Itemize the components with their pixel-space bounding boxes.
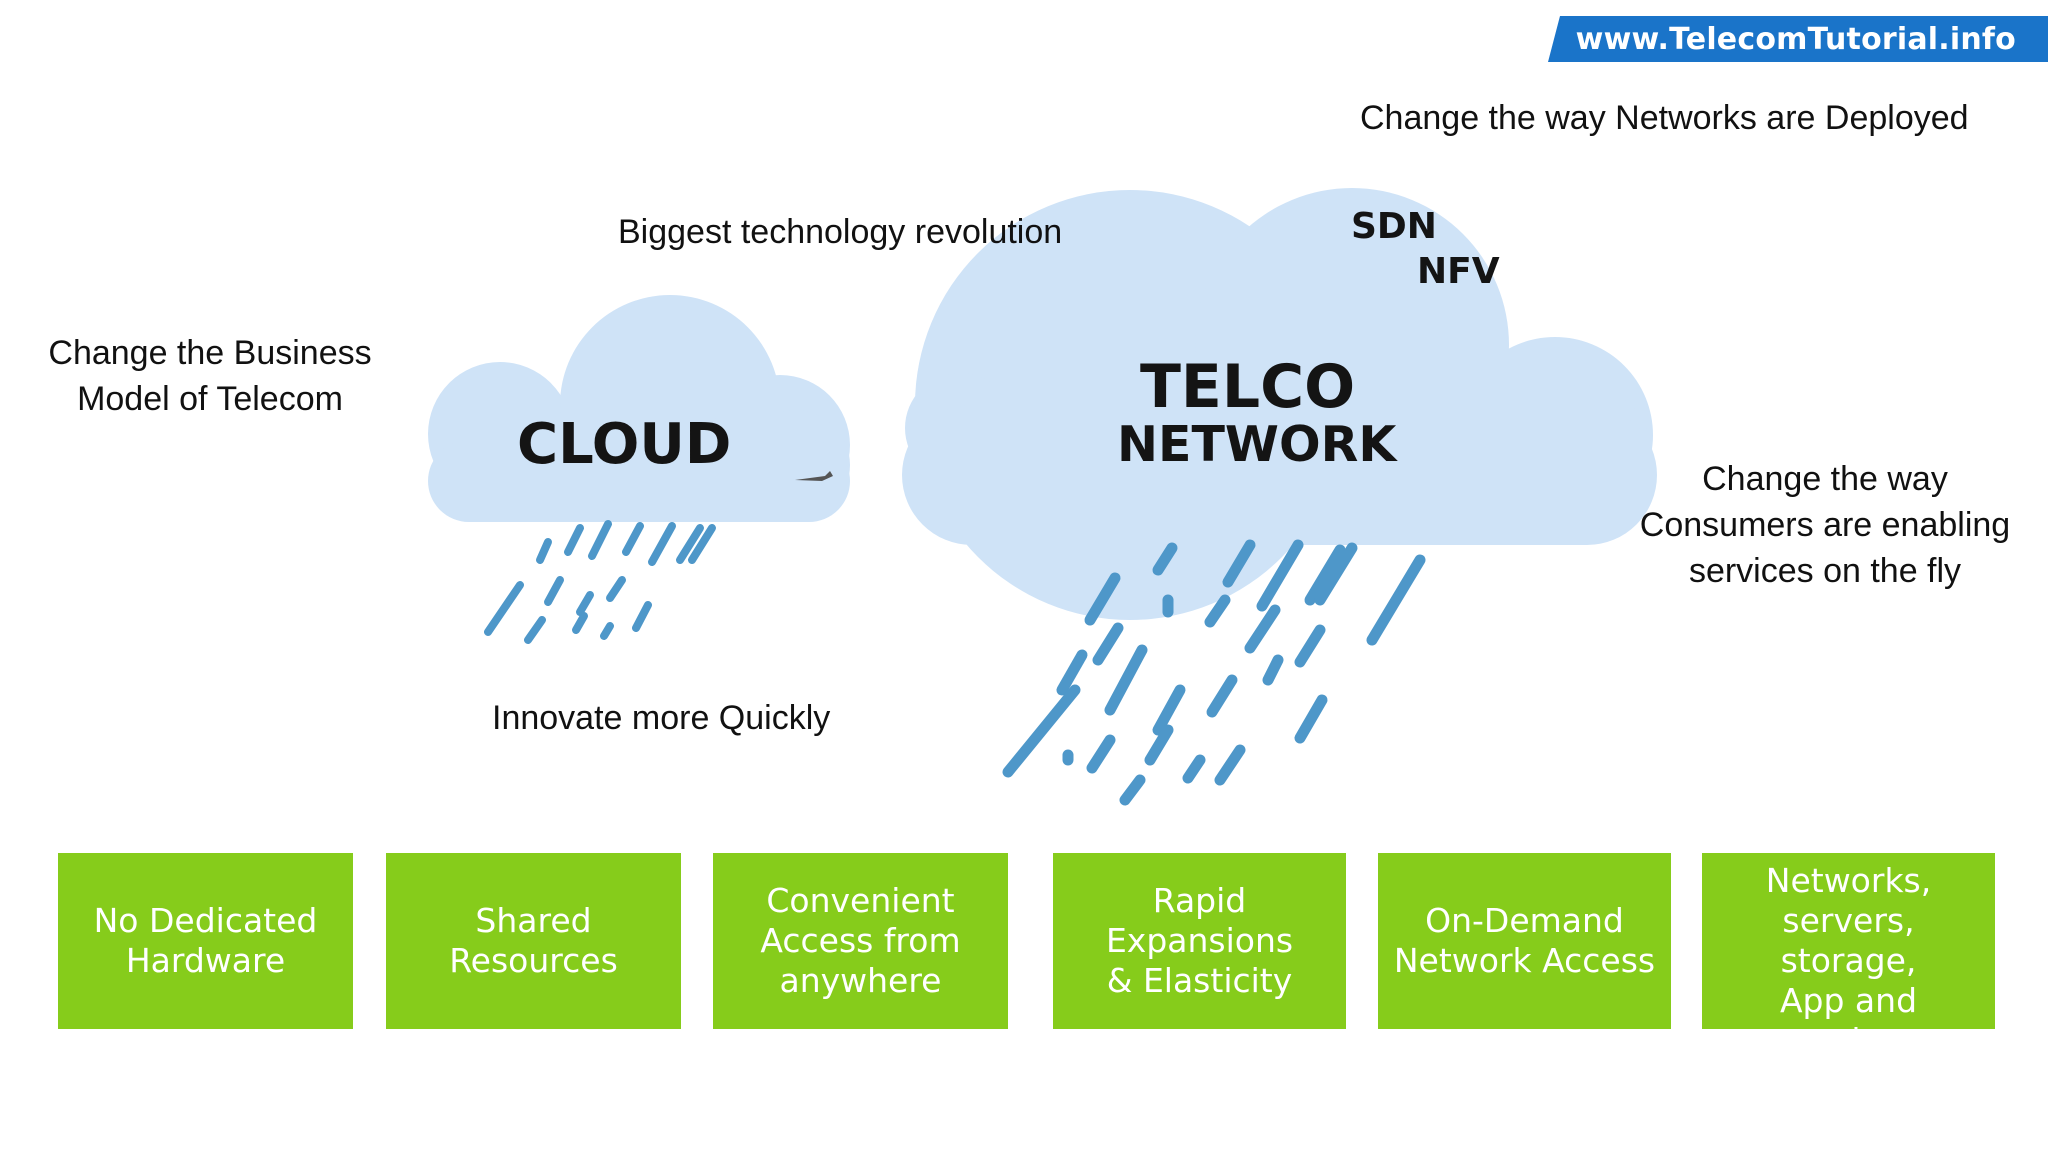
rain-streak (1104, 644, 1148, 716)
rain-streak (688, 524, 716, 564)
note-biggest-revolution: Biggest technology revolution (618, 213, 1063, 251)
rain-streak (1084, 572, 1121, 626)
rain-streak (1119, 774, 1146, 806)
rain-streak (1204, 594, 1231, 628)
nfv-label: NFV (1417, 251, 1500, 292)
note-business-model: Change the Business Model of Telecom (48, 334, 372, 418)
rain-streak (1152, 542, 1178, 576)
feature-convenient-access: Convenient Access from anywhere (713, 853, 1008, 1029)
rain-streak (606, 576, 626, 602)
sdn-label: SDN (1351, 206, 1437, 247)
rain-streak (1366, 554, 1426, 646)
rain-streak (1222, 539, 1256, 588)
feature-no-dedicated-hardware: No Dedicated Hardware (58, 853, 353, 1029)
rain-streak (1262, 654, 1284, 686)
rain-streak (676, 524, 704, 564)
telco-label: TELCO (1140, 352, 1356, 422)
rain-streak (632, 601, 652, 632)
rain-streak (572, 612, 588, 634)
rain-streak (1092, 622, 1124, 666)
rain-streak (648, 522, 676, 566)
rain-streak (1314, 542, 1358, 606)
feature-label: Convenient Access from anywhere (760, 881, 961, 1000)
rain-streak (1304, 544, 1346, 606)
feature-offered-as-services: Offered as Networks, servers, storage, A… (1702, 821, 1995, 1060)
large-cloud (902, 188, 1657, 620)
site-banner: www.TelecomTutorial.info (1548, 16, 2048, 62)
rain-streak (1214, 744, 1246, 786)
rain-streak (1244, 604, 1281, 654)
feature-label: Offered as Networks, servers, storage, A… (1762, 821, 1934, 1060)
note-networks-deployed: Change the way Networks are Deployed (1360, 99, 1969, 137)
rain-streak (1144, 724, 1174, 766)
small-cloud (428, 295, 850, 522)
rain-streak (536, 538, 552, 564)
rain-streak (622, 522, 644, 556)
feature-label: No Dedicated Hardware (93, 901, 318, 980)
feature-label: Shared Resources (449, 901, 618, 980)
cloud-label: CLOUD (517, 412, 732, 477)
rain-streak (1206, 674, 1238, 718)
rain-streak (588, 520, 612, 560)
large-cloud-rain (1002, 539, 1426, 806)
rain-streak (1002, 684, 1081, 778)
rain-streak (564, 524, 584, 556)
rain-streak (1256, 539, 1304, 612)
airplane-icon (795, 471, 833, 481)
network-label: NETWORK (1117, 416, 1397, 473)
feature-shared-resources: Shared Resources (386, 853, 681, 1029)
feature-label: Rapid Expansions & Elasticity (1105, 881, 1294, 1000)
rain-streak (524, 616, 546, 644)
rain-streak (1152, 684, 1186, 736)
rain-streak (1294, 694, 1328, 744)
small-cloud-rain (484, 520, 716, 644)
feature-label: On-Demand Network Access (1393, 901, 1656, 980)
note-innovate: Innovate more Quickly (492, 699, 831, 737)
feature-on-demand-access: On-Demand Network Access (1378, 853, 1671, 1029)
rain-streak (576, 591, 594, 616)
rain-streak (1086, 734, 1116, 774)
note-consumers: Change the way Consumers are enabling se… (1639, 460, 2011, 590)
rain-streak (1056, 649, 1088, 696)
rain-streak (600, 622, 614, 640)
rain-streak (544, 576, 564, 606)
site-url: www.TelecomTutorial.info (1575, 21, 2016, 57)
rain-streak (1182, 754, 1206, 784)
rain-streak (1294, 624, 1326, 668)
rain-streak (484, 581, 524, 636)
feature-rapid-expansions: Rapid Expansions & Elasticity (1053, 853, 1346, 1029)
